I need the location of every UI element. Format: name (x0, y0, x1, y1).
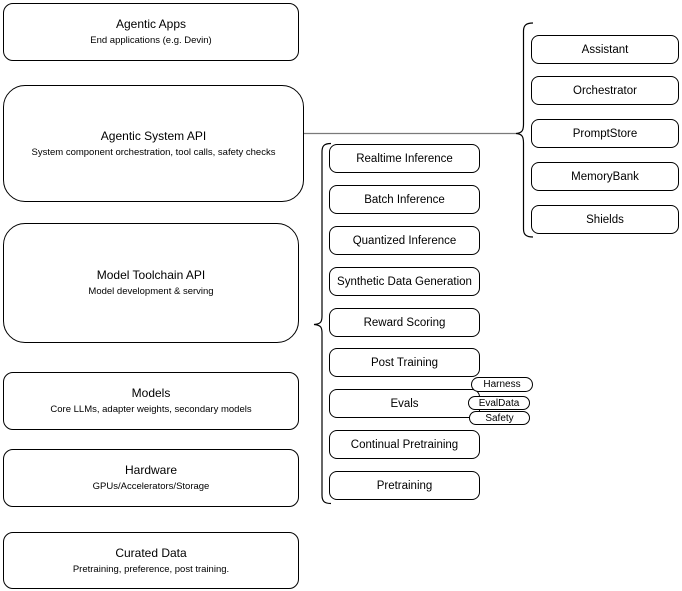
node-models: Models Core LLMs, adapter weights, secon… (3, 372, 299, 430)
evals-tag-evaldata: EvalData (468, 396, 530, 410)
node-post-training: Post Training (329, 348, 480, 377)
node-pretraining: Pretraining (329, 471, 480, 500)
node-quantized-inference: Quantized Inference (329, 226, 480, 255)
node-realtime-inference: Realtime Inference (329, 144, 480, 173)
node-subtitle: End applications (e.g. Devin) (90, 35, 212, 46)
node-subtitle: Model development & serving (88, 286, 214, 297)
node-model-toolchain-api: Model Toolchain API Model development & … (3, 223, 299, 343)
node-synthetic-data-generation: Synthetic Data Generation (329, 267, 480, 296)
node-agentic-system-api: Agentic System API System component orch… (3, 85, 304, 202)
node-continual-pretraining: Continual Pretraining (329, 430, 480, 459)
evals-tag-safety: Safety (469, 411, 530, 425)
node-curated-data: Curated Data Pretraining, preference, po… (3, 532, 299, 589)
node-evals: Evals (329, 389, 480, 418)
node-assistant: Assistant (531, 35, 679, 64)
node-title: Models (131, 386, 171, 400)
evals-tag-harness: Harness (471, 377, 533, 392)
node-reward-scoring: Reward Scoring (329, 308, 480, 337)
node-title: Hardware (124, 463, 178, 477)
node-hardware: Hardware GPUs/Accelerators/Storage (3, 449, 299, 507)
node-batch-inference: Batch Inference (329, 185, 480, 214)
node-title: Curated Data (115, 545, 187, 560)
node-subtitle: System component orchestration, tool cal… (31, 146, 276, 158)
node-promptstore: PromptStore (531, 119, 679, 148)
node-shields: Shields (531, 205, 679, 234)
node-memorybank: MemoryBank (531, 162, 679, 191)
node-subtitle: GPUs/Accelerators/Storage (92, 481, 210, 492)
node-title: Model Toolchain API (96, 268, 206, 282)
node-subtitle: Core LLMs, adapter weights, secondary mo… (50, 404, 252, 415)
node-subtitle: Pretraining, preference, post training. (72, 563, 230, 575)
node-title: Agentic Apps (115, 17, 187, 31)
node-orchestrator: Orchestrator (531, 76, 679, 105)
node-agentic-apps: Agentic Apps End applications (e.g. Devi… (3, 3, 299, 61)
node-title: Agentic System API (100, 128, 207, 143)
